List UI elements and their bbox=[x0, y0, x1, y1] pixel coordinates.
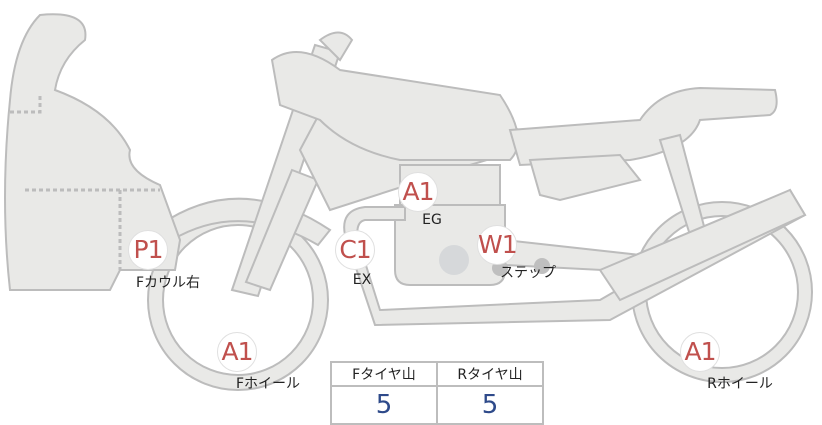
damage-marker-rear-wheel[interactable]: A1 bbox=[680, 332, 720, 372]
marker-label-front-cowl: Fカウル右 bbox=[135, 275, 201, 291]
damage-marker-engine[interactable]: A1 bbox=[398, 172, 438, 212]
rear-tread-value: 5 bbox=[436, 385, 544, 425]
front-tread-value: 5 bbox=[330, 385, 438, 425]
marker-label-exhaust: EX bbox=[352, 272, 372, 288]
tire-tread-table: Fタイヤ山 Rタイヤ山 5 5 bbox=[330, 361, 544, 425]
rear-tread-header: Rタイヤ山 bbox=[436, 361, 544, 387]
damage-marker-front-cowl[interactable]: P1 bbox=[128, 230, 168, 270]
marker-label-rear-wheel: Rホイール bbox=[707, 376, 773, 392]
marker-label-step: ステップ bbox=[500, 265, 556, 281]
front-cowl bbox=[4, 13, 182, 291]
damage-marker-exhaust[interactable]: C1 bbox=[335, 230, 375, 270]
damage-marker-step[interactable]: W1 bbox=[477, 225, 518, 265]
marker-label-front-wheel: Fホイール bbox=[235, 376, 301, 392]
marker-label-engine: EG bbox=[422, 212, 442, 228]
damage-marker-front-wheel[interactable]: A1 bbox=[217, 332, 257, 372]
seat bbox=[508, 86, 778, 167]
front-tread-header: Fタイヤ山 bbox=[330, 361, 438, 387]
